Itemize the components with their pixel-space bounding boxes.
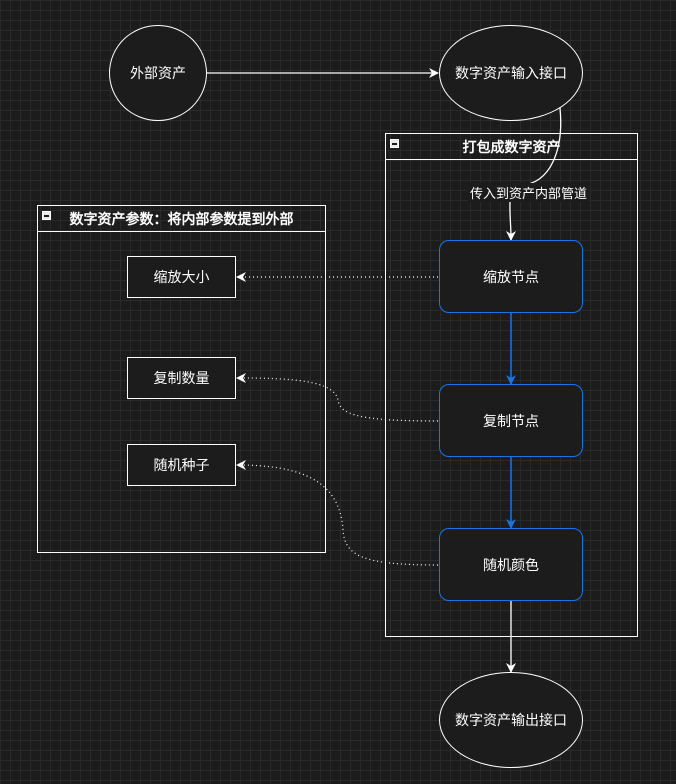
input-port-label: 数字资产输入接口 [455, 66, 567, 82]
param-scale-label: 缩放大小 [153, 270, 210, 286]
external-asset-label: 外部资产 [130, 66, 186, 82]
output-port-node[interactable]: 数字资产输出接口 [439, 672, 583, 768]
package-container-header: 打包成数字资产 [386, 134, 637, 160]
edge-input-to-scale [505, 107, 562, 241]
collapse-icon[interactable] [390, 139, 399, 148]
scale-node[interactable]: 缩放节点 [439, 240, 583, 313]
edge-seed-param [236, 460, 439, 566]
param-seed-node[interactable]: 随机种子 [127, 444, 236, 486]
collapse-icon[interactable] [42, 211, 51, 220]
edge-copy-param [236, 373, 439, 422]
scale-node-label: 缩放节点 [483, 269, 539, 286]
copy-node[interactable]: 复制节点 [439, 384, 583, 457]
param-seed-label: 随机种子 [153, 458, 210, 474]
param-count-node[interactable]: 复制数量 [127, 357, 236, 399]
random-color-node[interactable]: 随机颜色 [439, 528, 583, 601]
params-container-title: 数字资产参数：将内部参数提到外部 [69, 211, 294, 228]
param-count-label: 复制数量 [153, 371, 210, 387]
package-container-title: 打包成数字资产 [462, 139, 561, 156]
external-asset-node[interactable]: 外部资产 [109, 25, 207, 121]
params-container-header: 数字资产参数：将内部参数提到外部 [38, 206, 325, 232]
output-port-label: 数字资产输出接口 [455, 713, 567, 729]
param-scale-node[interactable]: 缩放大小 [127, 256, 236, 298]
edge-label-pipeline: 传入到资产内部管道 [468, 183, 590, 202]
input-port-node[interactable]: 数字资产输入接口 [439, 25, 583, 121]
random-color-label: 随机颜色 [483, 557, 539, 574]
params-container[interactable]: 数字资产参数：将内部参数提到外部 [37, 205, 326, 553]
copy-node-label: 复制节点 [483, 413, 539, 430]
